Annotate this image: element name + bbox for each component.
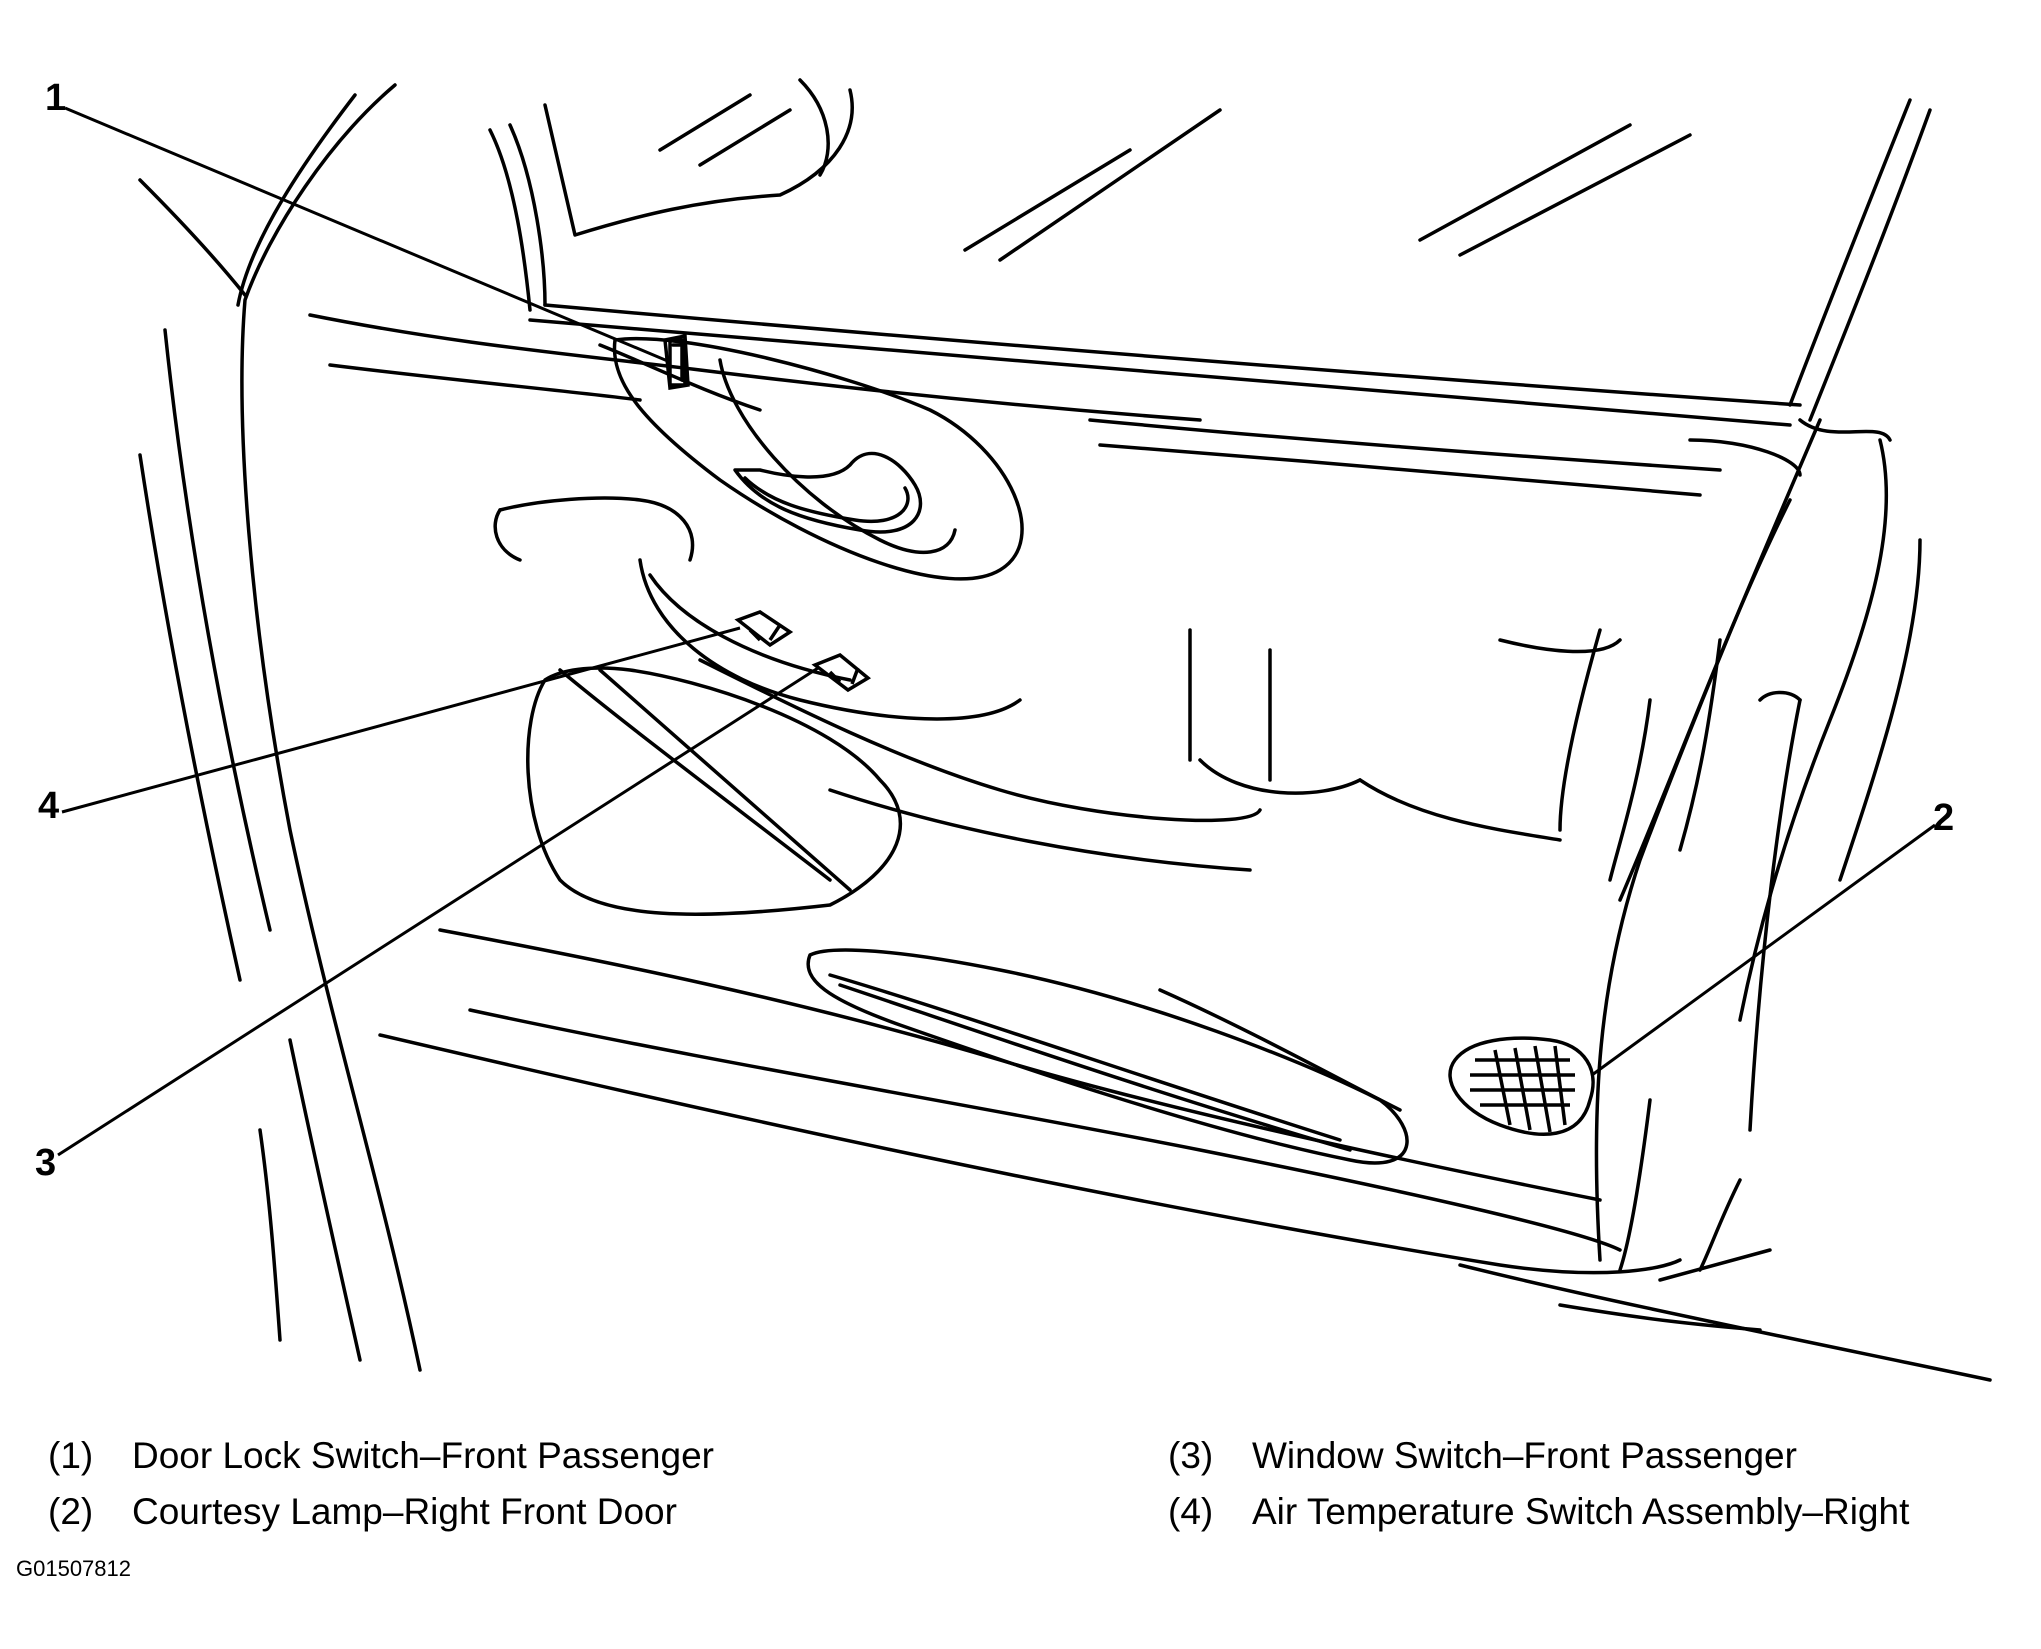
legend-label-4: Air Temperature Switch Assembly–Right — [1252, 1491, 1910, 1532]
leader-line-4 — [61, 626, 741, 814]
legend-item-4: (4) Air Temperature Switch Assembly–Righ… — [1168, 1484, 1909, 1540]
leader-line-1 — [64, 106, 671, 364]
figure-id: G01507812 — [16, 1556, 131, 1581]
legend-label-3: Window Switch–Front Passenger — [1252, 1435, 1797, 1476]
callout-number-1: 1 — [45, 77, 66, 119]
air-temperature-switch-icon — [734, 610, 794, 648]
legend-number-1: (1) — [48, 1435, 94, 1476]
callout-number-2: 2 — [1933, 797, 1954, 839]
legend-number-2: (2) — [48, 1491, 94, 1532]
door-lock-switch-icon — [663, 333, 690, 391]
legend-left-column: (1) Door Lock Switch–Front Passenger (2)… — [48, 1428, 714, 1540]
legend-item-2: (2) Courtesy Lamp–Right Front Door — [48, 1484, 714, 1540]
callout-number-4: 4 — [38, 785, 59, 827]
leader-line-3 — [57, 666, 819, 1157]
window-switch-icon — [811, 652, 872, 693]
callout-number-3: 3 — [35, 1142, 56, 1184]
door-panel-line-art — [138, 78, 1992, 1382]
legend-number-3: (3) — [1168, 1435, 1214, 1476]
legend-item-1: (1) Door Lock Switch–Front Passenger — [48, 1428, 714, 1484]
legend-item-3: (3) Window Switch–Front Passenger — [1168, 1428, 1909, 1484]
legend-number-4: (4) — [1168, 1491, 1214, 1532]
legend-right-column: (3) Window Switch–Front Passenger (4) Ai… — [1168, 1428, 1909, 1540]
legend-label-2: Courtesy Lamp–Right Front Door — [132, 1491, 677, 1532]
leader-lines — [57, 106, 1936, 1157]
leader-line-2 — [1591, 823, 1936, 1077]
courtesy-lamp-icon — [1448, 1036, 1595, 1136]
legend-label-1: Door Lock Switch–Front Passenger — [132, 1435, 714, 1476]
